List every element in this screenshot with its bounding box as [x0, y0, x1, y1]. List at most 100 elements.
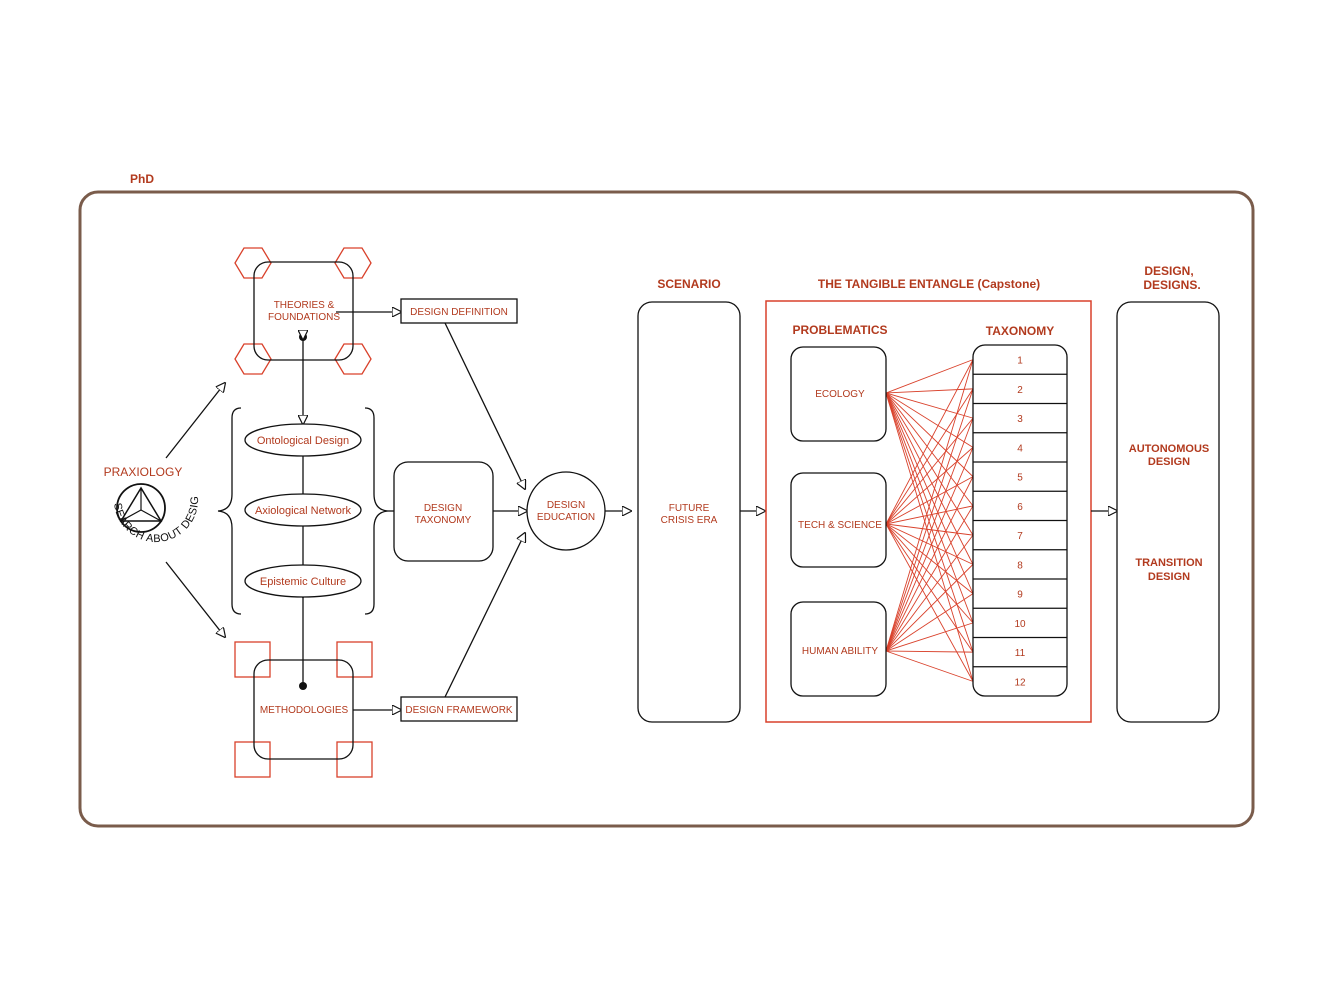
connection-human-ability-to-10: [885, 622, 974, 652]
problematic-tech-science-box: [790, 472, 887, 568]
problematic-human-ability-label: HUMAN ABILITY: [802, 646, 878, 657]
entangle-heading: THE TANGIBLE ENTANGLE (Capstone): [818, 277, 1040, 291]
arrow-definition-to-education: [444, 322, 525, 489]
research-about-design-ring-text: RESEARCH ABOUT DESIGN: [0, 0, 201, 545]
methodologies-label: METHODOLOGIES: [260, 705, 349, 716]
axiological-network-ellipse: [244, 493, 362, 527]
square-icon: [234, 641, 271, 678]
connection-ecology-to-9: [885, 392, 974, 594]
connection-human-ability-to-3: [885, 417, 974, 652]
connection-ecology-to-12: [885, 392, 974, 682]
connection-ecology-to-3: [885, 392, 974, 419]
outcomes-heading-1: DESIGN,: [1144, 264, 1193, 278]
connection-tech-science-to-7: [885, 523, 974, 536]
hexagon-icon: [334, 247, 372, 279]
design-education-label-2: EDUCATION: [537, 512, 595, 523]
connection-human-ability-to-6: [885, 505, 974, 652]
connector-dot: [299, 682, 307, 690]
outcomes-box: [1116, 301, 1220, 723]
taxonomy-item-9: 9: [1017, 590, 1023, 601]
epistemic-culture-ellipse: [244, 564, 362, 598]
transition-design-label-1: TRANSITION: [1135, 557, 1202, 569]
theories-label-1: THEORIES &: [274, 300, 335, 311]
theories-label-2: FOUNDATIONS: [268, 312, 340, 323]
connection-tech-science-to-6: [885, 505, 974, 525]
problematic-human-ability-box: [790, 601, 887, 697]
connection-tech-science-to-10: [885, 523, 974, 624]
design-framework-box: [400, 696, 518, 722]
outcomes-heading-2: DESIGNS.: [1143, 278, 1200, 292]
connection-tech-science-to-8: [885, 523, 974, 565]
theories-block: THEORIES & FOUNDATIONS: [234, 247, 372, 375]
taxonomy-item-1: 1: [1017, 356, 1023, 367]
connection-ecology-to-8: [885, 392, 974, 565]
square-icon: [234, 741, 271, 778]
taxonomy-item-8: 8: [1017, 560, 1023, 571]
connection-human-ability-to-11: [885, 650, 974, 653]
connection-tech-science-to-2: [885, 388, 974, 525]
taxonomy-item-4: 4: [1017, 443, 1023, 454]
connection-ecology-to-1: [885, 359, 974, 394]
connection-tech-science-to-3: [885, 417, 974, 525]
taxonomy-item-12: 12: [1014, 677, 1026, 688]
connection-ecology-to-6: [885, 392, 974, 507]
design-taxonomy-label-1: DESIGN: [424, 503, 462, 514]
connection-tech-science-to-12: [885, 523, 974, 682]
connection-tech-science-to-4: [885, 447, 974, 525]
arrow-praxiology-to-methodologies: [165, 561, 225, 637]
left-brace: [217, 407, 242, 615]
ontological-design-label: Ontological Design: [257, 435, 349, 447]
triangle-in-circle-icon: [116, 483, 166, 533]
design-education-label-1: DESIGN: [547, 500, 585, 511]
ontological-design-ellipse: [244, 423, 362, 457]
connection-ecology-to-10: [885, 392, 974, 624]
taxonomy-item-10: 10: [1014, 619, 1026, 630]
epistemic-culture-label: Epistemic Culture: [260, 576, 346, 588]
connection-tech-science-to-9: [885, 523, 974, 594]
connection-tech-science-to-1: [885, 359, 974, 525]
design-education-circle: [526, 471, 606, 551]
phd-frame: [78, 190, 1255, 828]
autonomous-design-label-1: AUTONOMOUS: [1129, 443, 1209, 455]
arrow-praxiology-to-theories: [165, 383, 225, 459]
transition-design-label-2: DESIGN: [1148, 571, 1190, 583]
connection-human-ability-to-8: [885, 564, 974, 652]
connection-ecology-to-5: [885, 392, 974, 477]
scenario-label-1: FUTURE: [669, 503, 710, 514]
connection-human-ability-to-12: [885, 650, 974, 682]
praxiology-label: PRAXIOLOGY: [104, 465, 183, 479]
connection-human-ability-to-2: [885, 388, 974, 652]
connection-ecology-to-2: [885, 388, 974, 394]
scenario-heading: SCENARIO: [657, 277, 720, 291]
entangle-connections: [885, 359, 974, 682]
hexagon-icon: [234, 247, 272, 279]
connection-human-ability-to-9: [885, 593, 974, 652]
connection-human-ability-to-1: [885, 359, 974, 652]
design-framework-label: DESIGN FRAMEWORK: [405, 705, 513, 716]
hexagon-icon: [334, 343, 372, 375]
design-taxonomy-label-2: TAXONOMY: [415, 515, 472, 526]
autonomous-design-label-2: DESIGN: [1148, 456, 1190, 468]
connection-ecology-to-11: [885, 392, 974, 653]
square-icon: [336, 641, 373, 678]
problematic-tech-science-label: TECH & SCIENCE: [798, 520, 882, 531]
taxonomy-item-3: 3: [1017, 414, 1023, 425]
taxonomy-item-5: 5: [1017, 473, 1023, 484]
connection-ecology-to-7: [885, 392, 974, 536]
taxonomy-item-7: 7: [1017, 531, 1023, 542]
phd-label: PhD: [130, 172, 154, 186]
arrow-framework-to-education: [444, 533, 525, 698]
connection-tech-science-to-5: [885, 476, 974, 525]
square-icon: [336, 741, 373, 778]
connection-human-ability-to-7: [885, 534, 974, 652]
methodologies-block: METHODOLOGIES: [234, 641, 373, 778]
taxonomy-item-2: 2: [1017, 385, 1023, 396]
design-definition-box: [400, 298, 518, 324]
problematics-heading: PROBLEMATICS: [792, 323, 887, 337]
taxonomy-heading: TAXONOMY: [986, 324, 1054, 338]
problematic-ecology-label: ECOLOGY: [815, 389, 865, 400]
connection-human-ability-to-4: [885, 447, 974, 652]
connection-ecology-to-4: [885, 392, 974, 448]
